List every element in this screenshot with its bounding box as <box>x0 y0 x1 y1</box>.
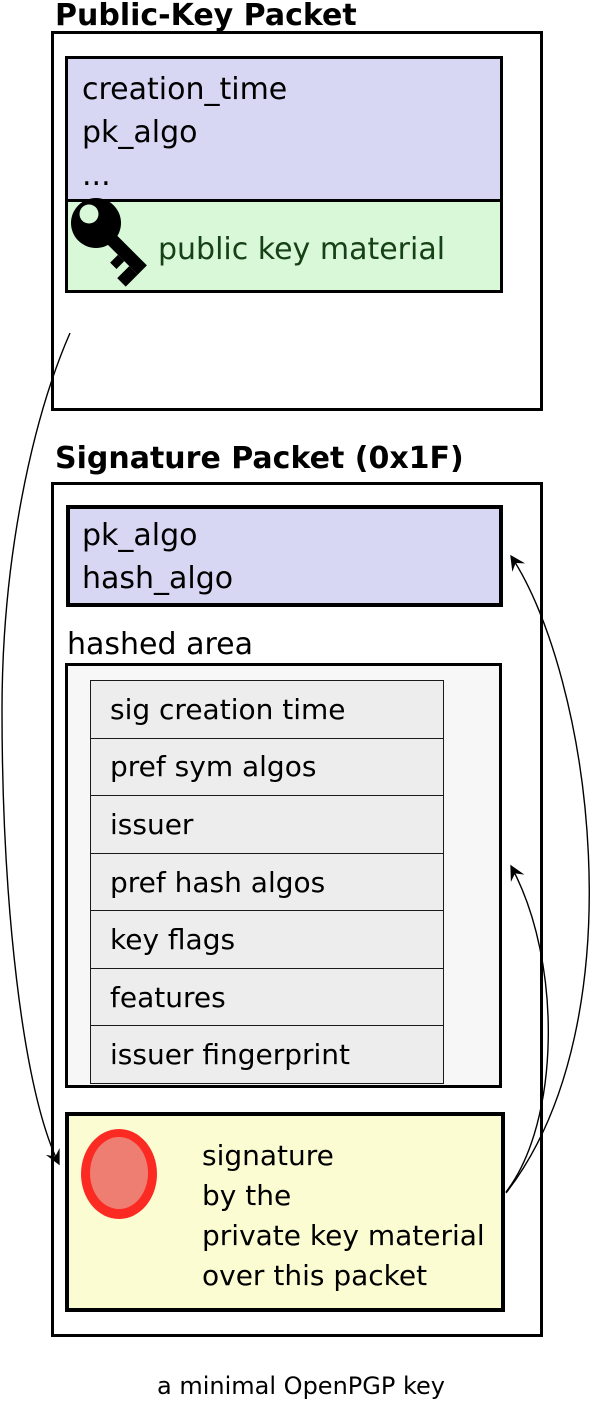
signature-value-box: signature by the private key material ov… <box>65 1112 505 1312</box>
public-key-material-box: public key material <box>68 199 500 290</box>
signature-text: signature by the private key material ov… <box>202 1136 485 1296</box>
signature-line-2: by the <box>202 1179 292 1212</box>
signature-line-4: over this packet <box>202 1259 428 1292</box>
subpacket-issuer: issuer <box>91 795 443 853</box>
subpacket-table: sig creation time pref sym algos issuer … <box>90 680 444 1084</box>
subpacket-pref-sym-algos: pref sym algos <box>91 737 443 796</box>
signature-packet-title: Signature Packet (0x1F) <box>55 441 464 476</box>
field-ellipsis: ... <box>82 158 111 193</box>
subpacket-issuer-fingerprint: issuer fingerprint <box>91 1025 443 1084</box>
subpacket-key-flags: key flags <box>91 910 443 968</box>
caption: a minimal OpenPGP key <box>157 1372 445 1400</box>
signature-fields-box: pk_algo hash_algo <box>66 505 503 607</box>
field-sig-hash-algo: hash_algo <box>82 561 234 596</box>
field-sig-pk-algo: pk_algo <box>82 518 198 553</box>
signature-line-3: private key material <box>202 1219 485 1252</box>
hashed-area-box: sig creation time pref sym algos issuer … <box>65 663 502 1088</box>
field-creation-time: creation_time <box>82 72 288 107</box>
wax-seal-icon <box>81 1129 157 1219</box>
public-key-material-label: public key material <box>158 232 446 267</box>
key-icon <box>71 198 147 287</box>
subpacket-sig-creation-time: sig creation time <box>91 681 443 738</box>
public-key-packet-title: Public-Key Packet <box>55 0 357 33</box>
subpacket-pref-hash-algos: pref hash algos <box>91 852 443 911</box>
signature-line-1: signature <box>202 1139 334 1172</box>
subpacket-features: features <box>91 967 443 1026</box>
public-key-fields-box: creation_time pk_algo ... <box>68 59 500 199</box>
hashed-area-label: hashed area <box>67 627 253 662</box>
field-pk-algo: pk_algo <box>82 115 198 150</box>
public-key-inner-box: creation_time pk_algo ... public key mat… <box>65 56 503 293</box>
